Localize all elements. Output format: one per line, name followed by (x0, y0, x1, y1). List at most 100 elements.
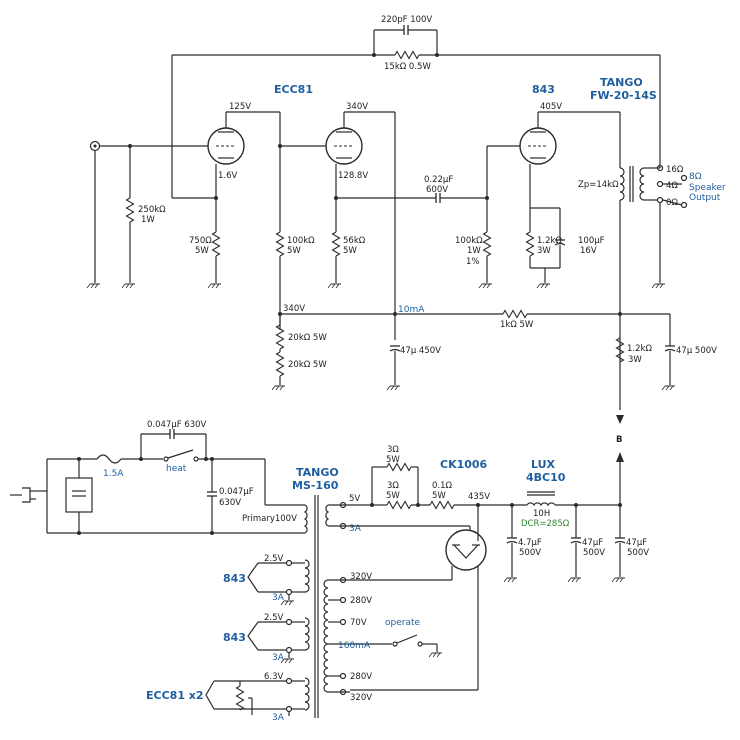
c47-a-label: 47μ 450V (400, 346, 441, 356)
r100k-a-label: 100kΩ (287, 236, 315, 246)
r56k-label: 56kΩ (343, 236, 366, 246)
pt-heater-ecc81 (304, 677, 310, 711)
primary-label: Primary100V (242, 514, 297, 524)
r1-2k-a-label: 1.2kΩ (537, 236, 562, 246)
pt-model: MS-160 (292, 479, 339, 492)
heat-label: heat (166, 464, 187, 474)
pt-320-a: 320V (350, 572, 372, 582)
r100k-b-tol: 1% (466, 257, 480, 267)
pt-70: 70V (350, 618, 367, 628)
tap-16: 16Ω (666, 165, 684, 175)
h3-volt: 6.3V (264, 672, 284, 682)
choke-model: 4BC10 (526, 471, 566, 484)
c022-label: 0.22μF (424, 175, 453, 185)
pt-320-b: 320V (350, 693, 372, 703)
volt-405: 405V (540, 102, 562, 112)
tube-843-label: 843 (532, 83, 555, 96)
r01-watt: 5W (432, 491, 446, 501)
pt-280-b: 280V (350, 672, 372, 682)
heater-843-b-label: 843 (223, 631, 246, 644)
output-transformer (619, 166, 645, 202)
ot-model: FW-20-14S (590, 89, 657, 102)
h3-current: 3A (272, 713, 285, 723)
resistor-20k-b (275, 351, 285, 377)
r01-label: 0.1Ω (432, 481, 453, 491)
terminal-0[interactable] (656, 196, 664, 204)
capacitor-47u-c (570, 537, 582, 544)
r750-watt: 5W (195, 246, 209, 256)
pt-primary-coil (303, 504, 308, 534)
choke-value: 10H (533, 509, 550, 519)
current-10ma: 10mA (398, 305, 425, 315)
resistor-100k-grid (482, 231, 492, 257)
choke-coil (526, 502, 556, 507)
r100k-a-watt: 5W (287, 246, 301, 256)
volt-128-8: 128.8V (338, 171, 368, 181)
h2-current: 3A (272, 653, 285, 663)
h1-volt: 2.5V (264, 554, 284, 564)
resistor-100k-plate (275, 231, 285, 257)
r750-label: 750Ω (189, 236, 212, 246)
heater-balance-pot (235, 685, 245, 711)
capacitor-47u-450v (389, 345, 401, 352)
choke-maker: LUX (531, 458, 556, 471)
operate-switch[interactable] (392, 634, 423, 647)
volt-340-a: 340V (346, 102, 368, 112)
h1-current: 3A (272, 593, 285, 603)
pt-5v-winding (325, 504, 330, 527)
r1-2k-b-label: 1.2kΩ (627, 344, 652, 354)
resistor-750 (211, 231, 221, 257)
ac-plug-icon (10, 487, 36, 503)
rectifier-tube (445, 529, 487, 571)
heat-switch[interactable] (163, 449, 199, 462)
speaker-terminal-minus[interactable] (680, 201, 688, 209)
c47-c-volt: 500V (583, 548, 605, 558)
pt-5v-current: 3A (349, 524, 362, 534)
volt-340-b: 340V (283, 304, 305, 314)
input-jack[interactable] (89, 140, 101, 152)
c4-7-volt: 500V (519, 548, 541, 558)
out-8: 8Ω (689, 172, 702, 182)
c022-volt: 600V (426, 185, 448, 195)
pt-hv-winding (323, 579, 329, 693)
h2-volt: 2.5V (264, 613, 284, 623)
c100u-label: 100μF (578, 236, 605, 246)
heater-ecc81-label: ECC81 x2 (146, 689, 204, 702)
terminal-4[interactable] (656, 180, 664, 188)
r1k-label: 1kΩ 5W (500, 320, 534, 330)
fuse-icon (96, 454, 122, 464)
pt-5v: 5V (349, 494, 360, 504)
amplifier-section: 250kΩ 1W 220pF 100V 15kΩ 0.5W (86, 15, 726, 445)
resistor-1-2k-cathode (525, 231, 535, 257)
r3b-watt: 5W (386, 491, 400, 501)
r3a-watt: 5W (386, 455, 400, 465)
speaker-label: Speaker (689, 183, 726, 193)
node-b-top: B (616, 435, 622, 445)
rect-label: CK1006 (440, 458, 488, 471)
speaker-terminal-plus[interactable] (680, 174, 688, 182)
terminal-16[interactable] (656, 164, 664, 172)
r100k-b-label: 100kΩ (455, 236, 483, 246)
r3b-label: 3Ω (387, 481, 399, 491)
zp-label: Zp=14kΩ (578, 180, 619, 190)
resistor-3-b (386, 500, 412, 510)
operate-label: operate (385, 618, 421, 628)
r250k-watt: 1W (141, 215, 155, 225)
resistor-250k (125, 197, 135, 223)
output-label: Output (689, 193, 721, 203)
resistor-1k (502, 309, 528, 319)
feedback-res-label: 15kΩ 0.5W (384, 62, 431, 72)
c47-b-label: 47μ 500V (676, 346, 717, 356)
ecc81-stage2-tube (325, 127, 363, 165)
c47-d-label: 47μF (626, 538, 647, 548)
resistor-56k (331, 231, 341, 257)
r3a-label: 3Ω (387, 445, 399, 455)
c100u-volt: 16V (580, 246, 597, 256)
fuse-label: 1.5A (103, 469, 124, 479)
resistor-1-2k-b (615, 337, 625, 363)
ot-maker: TANGO (600, 76, 643, 89)
pt-heater-843-b (304, 617, 310, 651)
pt-280-a: 280V (350, 596, 372, 606)
r1-2k-b-watt: 3W (628, 355, 642, 365)
